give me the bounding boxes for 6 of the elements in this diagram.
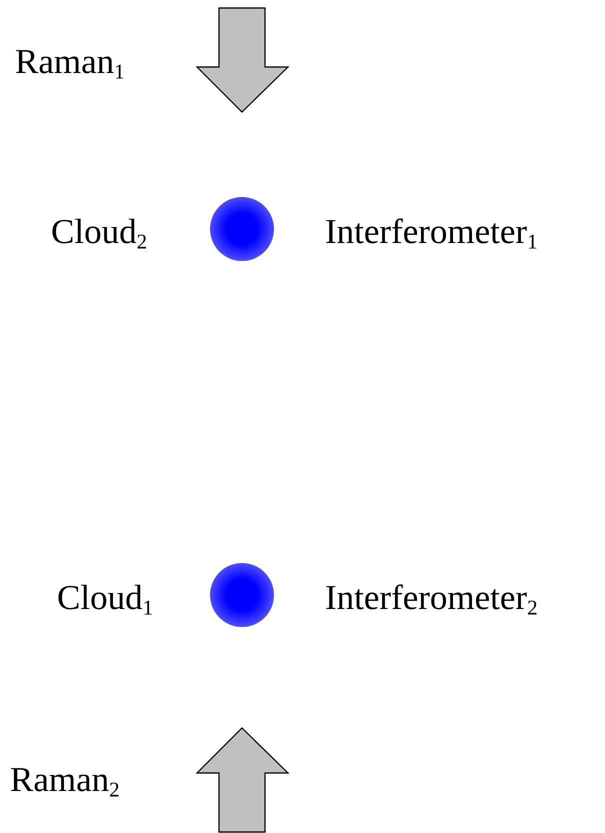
interferometer-label: Interferometer$_{2}$ [325, 578, 538, 618]
cloud-label: Cloud$_{1}$ [57, 578, 154, 618]
cloud-label: Cloud$_{2}$ [51, 212, 148, 252]
beam-label: Raman$_{2}$ [10, 760, 120, 800]
interferometer-label: Interferometer$_{1}$ [325, 212, 538, 252]
beam-label: Raman$_{1}$ [15, 42, 125, 82]
